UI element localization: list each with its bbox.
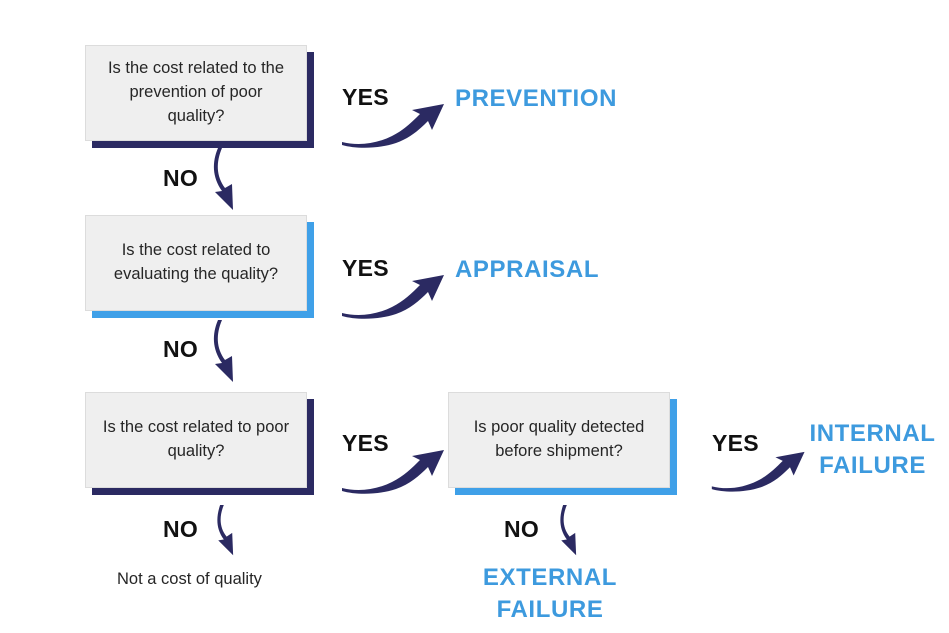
decision-box-prevention[interactable]: Is the cost related to the prevention of… [85,45,307,141]
outcome-internal-failure: INTERNAL FAILURE [809,420,936,480]
branch-label-yes-poor-quality: YES [342,430,389,456]
curved-down-arrow-icon [213,505,257,559]
decision-box-poor-quality-text: Is the cost related to poor quality? [102,418,290,460]
branch-label-yes-appraisal: YES [342,255,389,281]
decision-box-detected-before-shipment[interactable]: Is poor quality detected before shipment… [448,392,670,488]
decision-box-prevention-text: Is the cost related to the prevention of… [107,59,285,125]
branch-label-no-poor-quality: NO [163,516,199,542]
note-not-a-cost-of-quality: Not a cost of quality [117,570,262,588]
branch-label-no-appraisal: NO [163,336,199,362]
outcome-external-failure: EXTERNAL FAILURE [482,564,618,624]
decision-box-poor-quality[interactable]: Is the cost related to poor quality? [85,392,307,488]
branch-label-yes-prevention: YES [342,84,389,110]
decision-box-detected-before-shipment-text: Is poor quality detected before shipment… [473,418,645,460]
outcome-prevention: PREVENTION [455,85,618,112]
curved-down-arrow-icon [210,148,260,214]
outcome-appraisal: APPRAISAL [455,256,600,283]
curved-down-arrow-icon [210,320,260,386]
branch-label-no-external: NO [504,516,540,542]
branch-label-no-prevention: NO [163,165,199,191]
decision-box-appraisal-text: Is the cost related to evaluating the qu… [113,241,279,283]
decision-box-appraisal[interactable]: Is the cost related to evaluating the qu… [85,215,307,311]
branch-label-yes-internal: YES [712,430,759,456]
curved-down-arrow-icon [556,505,600,559]
